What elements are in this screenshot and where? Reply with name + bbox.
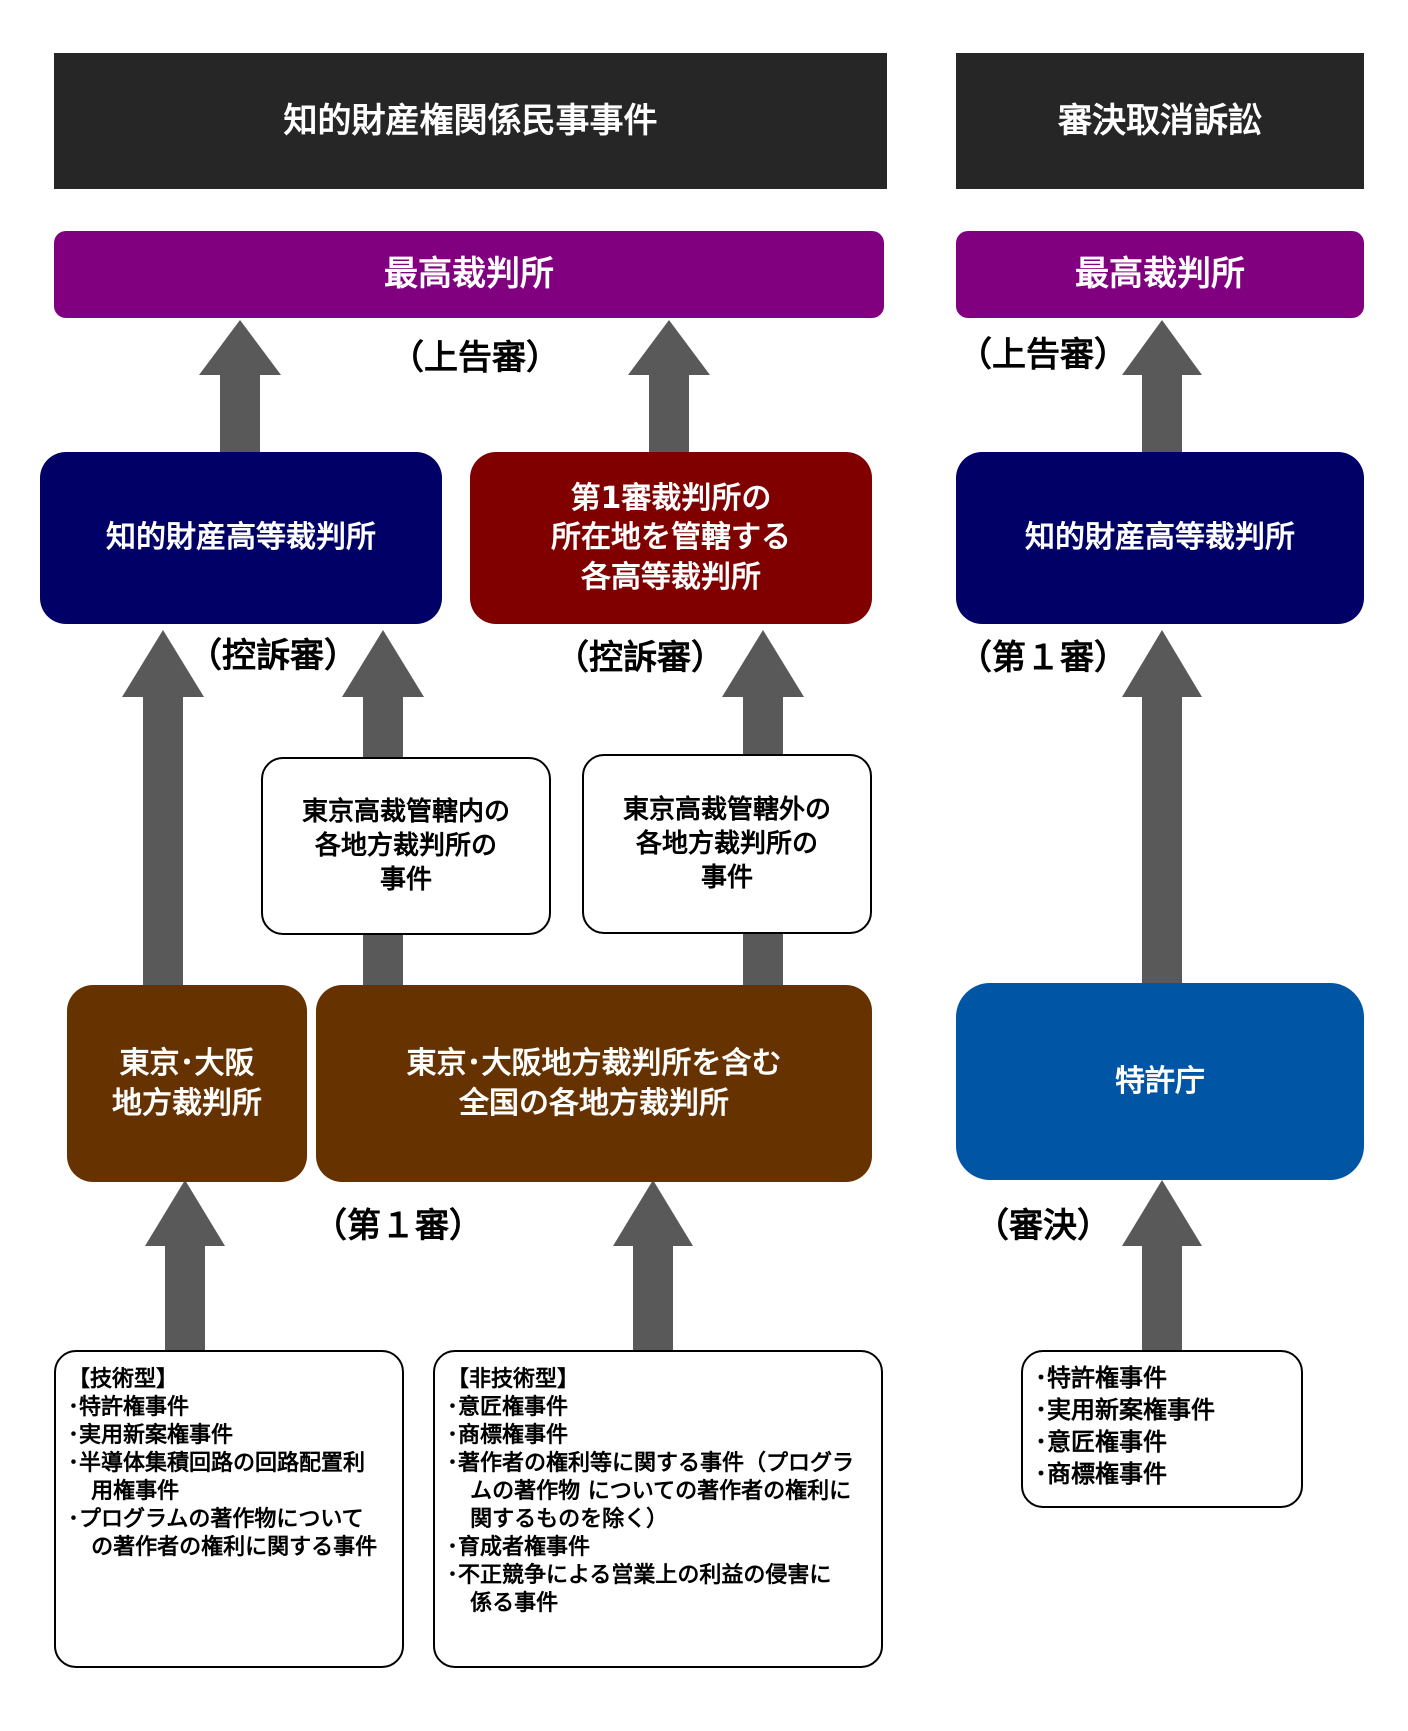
note-outside-tokyo-jurisdiction: 東京高裁管轄外の 各地方裁判所の 事件 <box>582 754 872 934</box>
case-list-title: 【非技術型】 <box>447 1367 580 1392</box>
list-item: 関するものを除く） <box>470 1507 669 1532</box>
label-first-instance-right: （第１審） <box>958 638 1128 678</box>
list-item: 係る事件 <box>470 1591 559 1616</box>
ip-high-court-right: 知的財産高等裁判所 <box>956 452 1364 624</box>
nationwide-district-courts: 東京･大阪地方裁判所を含む 全国の各地方裁判所 <box>316 985 872 1182</box>
arrow-technical-to-tokyo-osaka <box>145 1180 225 1354</box>
arrow-trialcases-to-patent-office <box>1122 1180 1202 1354</box>
list-item: ･プログラムの著作物について <box>68 1507 364 1532</box>
label-jokoku-right: （上告審） <box>958 335 1128 375</box>
list-item: の著作者の権利に関する事件 <box>91 1535 378 1560</box>
arrow-nontechnical-to-nationwide <box>613 1180 693 1354</box>
label-koso-left: （控訴審） <box>188 636 358 676</box>
list-item: ･特許権事件 <box>1035 1364 1167 1392</box>
list-item: ･意匠権事件 <box>1035 1428 1167 1456</box>
case-list-non-technical: 【非技術型】 ･意匠権事件 ･商標権事件 ･著作者の権利等に関する事件（プログラ… <box>433 1350 883 1668</box>
label-first-instance-left: （第１審） <box>313 1206 483 1246</box>
list-item: ･商標権事件 <box>447 1423 569 1448</box>
list-item: ムの著作物 についての著作者の権利に <box>470 1479 852 1504</box>
case-list-technical: 【技術型】 ･特許権事件 ･実用新案権事件 ･半導体集積回路の回路配置利 用権事… <box>54 1350 404 1668</box>
ip-high-court-left: 知的財産高等裁判所 <box>40 452 442 624</box>
list-item: ･商標権事件 <box>1035 1460 1167 1488</box>
list-item: ･著作者の権利等に関する事件（プログラ <box>447 1451 855 1476</box>
label-jokoku-left: （上告審） <box>390 338 560 378</box>
note-inside-tokyo-jurisdiction: 東京高裁管轄内の 各地方裁判所の 事件 <box>261 757 551 935</box>
regional-high-courts: 第1審裁判所の 所在地を管轄する 各高等裁判所 <box>470 452 872 624</box>
case-list-trial-cases: ･特許権事件 ･実用新案権事件 ･意匠権事件 ･商標権事件 <box>1021 1350 1303 1508</box>
patent-office: 特許庁 <box>956 983 1364 1180</box>
case-list-title: 【技術型】 <box>68 1367 179 1392</box>
supreme-court-right: 最高裁判所 <box>956 231 1364 318</box>
label-koso-center: （控訴審） <box>555 638 725 678</box>
arrow-tokyo-osaka-to-ip-high-court <box>122 630 204 985</box>
header-trial-cancellation-suits: 審決取消訴訟 <box>956 53 1364 189</box>
list-item: ･半導体集積回路の回路配置利 <box>68 1451 366 1476</box>
arrow-ip-high-court-right-to-supreme <box>1122 320 1202 452</box>
supreme-court-left: 最高裁判所 <box>54 231 884 318</box>
list-item: ･特許権事件 <box>68 1395 190 1420</box>
arrow-regional-high-to-supreme <box>628 320 710 452</box>
list-item: ･育成者権事件 <box>447 1535 591 1560</box>
tokyo-osaka-district-courts: 東京･大阪 地方裁判所 <box>67 985 307 1182</box>
list-item: ･意匠権事件 <box>447 1395 569 1420</box>
label-shinketsu: （審決） <box>975 1206 1111 1246</box>
arrow-ip-high-court-to-supreme <box>199 320 281 452</box>
list-item: ･実用新案権事件 <box>68 1423 234 1448</box>
header-ip-civil-cases: 知的財産権関係民事事件 <box>54 53 887 189</box>
list-item: ･実用新案権事件 <box>1035 1396 1215 1424</box>
list-item: ･不正競争による営業上の利益の侵害に <box>447 1563 832 1588</box>
list-item: 用権事件 <box>91 1479 180 1504</box>
arrow-patent-office-to-ip-high-court <box>1122 630 1202 985</box>
